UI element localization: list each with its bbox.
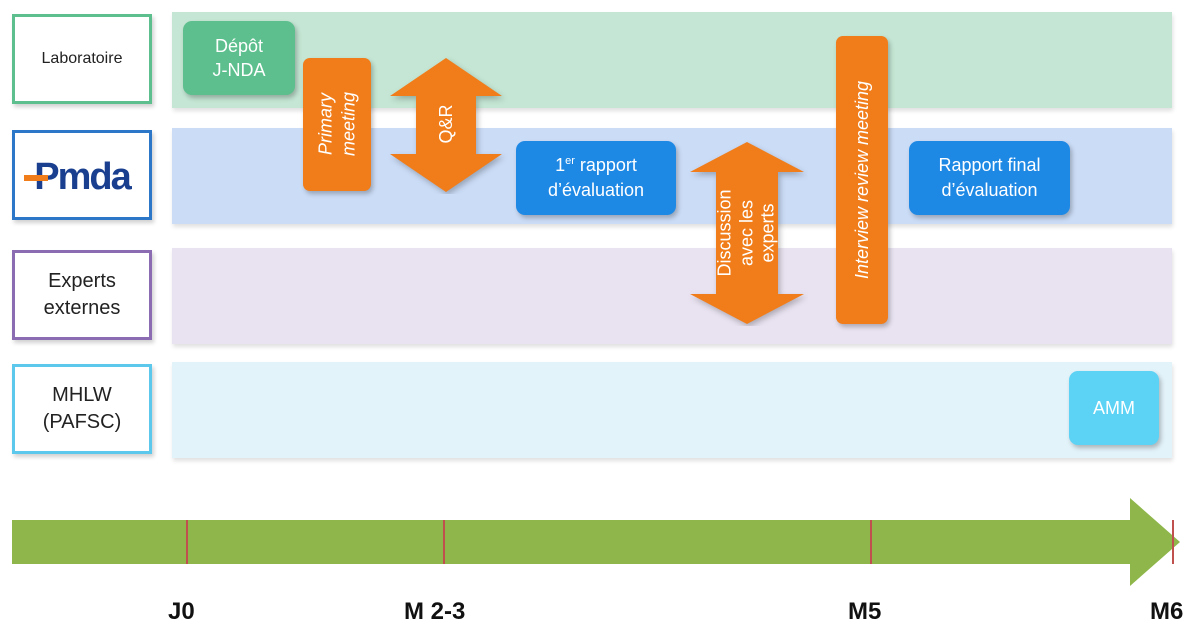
tick-label-m23: M 2-3 bbox=[404, 598, 466, 625]
pmda-logo: Pmda bbox=[24, 156, 135, 197]
discussion-arrow-shape bbox=[690, 142, 804, 324]
event-discussion-line2: avec les bbox=[736, 199, 757, 267]
lane-mhlw-background bbox=[172, 362, 1172, 458]
lane-label-laboratoire-text: Laboratoire bbox=[41, 50, 123, 68]
pmda-logo-bar bbox=[24, 175, 48, 181]
lane-label-mhlw: MHLW (PAFSC) bbox=[12, 364, 152, 454]
event-rapport-final-line2: d’évaluation bbox=[941, 180, 1038, 200]
event-rapport-final: Rapport final d’évaluation bbox=[909, 141, 1070, 215]
qr-arrow-shape bbox=[390, 58, 502, 192]
event-depot-jnda: Dépôt J-NDA bbox=[183, 21, 295, 95]
event-discussion-text: Discussion avec les experts bbox=[715, 189, 780, 276]
lane-label-pmda: Pmda bbox=[12, 130, 152, 220]
lane-label-mhlw-line1: MHLW bbox=[52, 384, 112, 406]
event-premier-rapport: 1er rapport d’évaluation bbox=[516, 141, 676, 215]
event-depot-line1: Dépôt bbox=[214, 35, 264, 56]
event-primary-meeting-text: Primary meeting bbox=[315, 92, 360, 156]
lane-label-mhlw-line2: (PAFSC) bbox=[42, 411, 122, 433]
timeline-arrow bbox=[12, 498, 1180, 586]
event-rapport-final-line1: Rapport final bbox=[938, 154, 1041, 175]
event-qr-double-arrow bbox=[390, 58, 502, 192]
event-rapport1-prefix: 1 bbox=[555, 154, 566, 175]
event-primary-line2: meeting bbox=[338, 91, 358, 157]
tick-label-j0: J0 bbox=[168, 598, 195, 625]
event-primary-line1: Primary bbox=[315, 93, 336, 156]
event-rapport1-line1: 1er rapport bbox=[548, 153, 644, 178]
event-amm: AMM bbox=[1069, 371, 1159, 445]
event-depot-line2: J-NDA bbox=[212, 60, 266, 80]
timeline-arrow-shape bbox=[12, 498, 1180, 586]
lane-experts-background bbox=[172, 248, 1172, 344]
lane-label-experts-line2: externes bbox=[43, 297, 121, 319]
event-discussion-double-arrow bbox=[690, 142, 804, 324]
lane-label-experts: Experts externes bbox=[12, 250, 152, 340]
pmda-logo-text: Pmda bbox=[34, 156, 132, 197]
event-primary-meeting bbox=[303, 58, 371, 191]
tick-label-m5: M5 bbox=[848, 598, 882, 625]
event-discussion-line1: Discussion bbox=[714, 189, 735, 277]
event-interview-text: Interview review meeting bbox=[851, 80, 872, 280]
lane-label-laboratoire: Laboratoire bbox=[12, 14, 152, 104]
event-discussion-line3: experts bbox=[757, 203, 778, 263]
event-rapport1-rest: rapport bbox=[574, 154, 637, 175]
event-interview-review-meeting bbox=[836, 36, 888, 324]
event-qr-text: Q&R bbox=[435, 104, 456, 144]
event-amm-text: AMM bbox=[1093, 397, 1135, 418]
lane-label-experts-line1: Experts bbox=[48, 270, 116, 292]
event-rapport1-line2: d’évaluation bbox=[547, 180, 645, 200]
event-rapport1-sup: er bbox=[565, 154, 575, 167]
tick-label-m6: M6 bbox=[1150, 598, 1184, 625]
